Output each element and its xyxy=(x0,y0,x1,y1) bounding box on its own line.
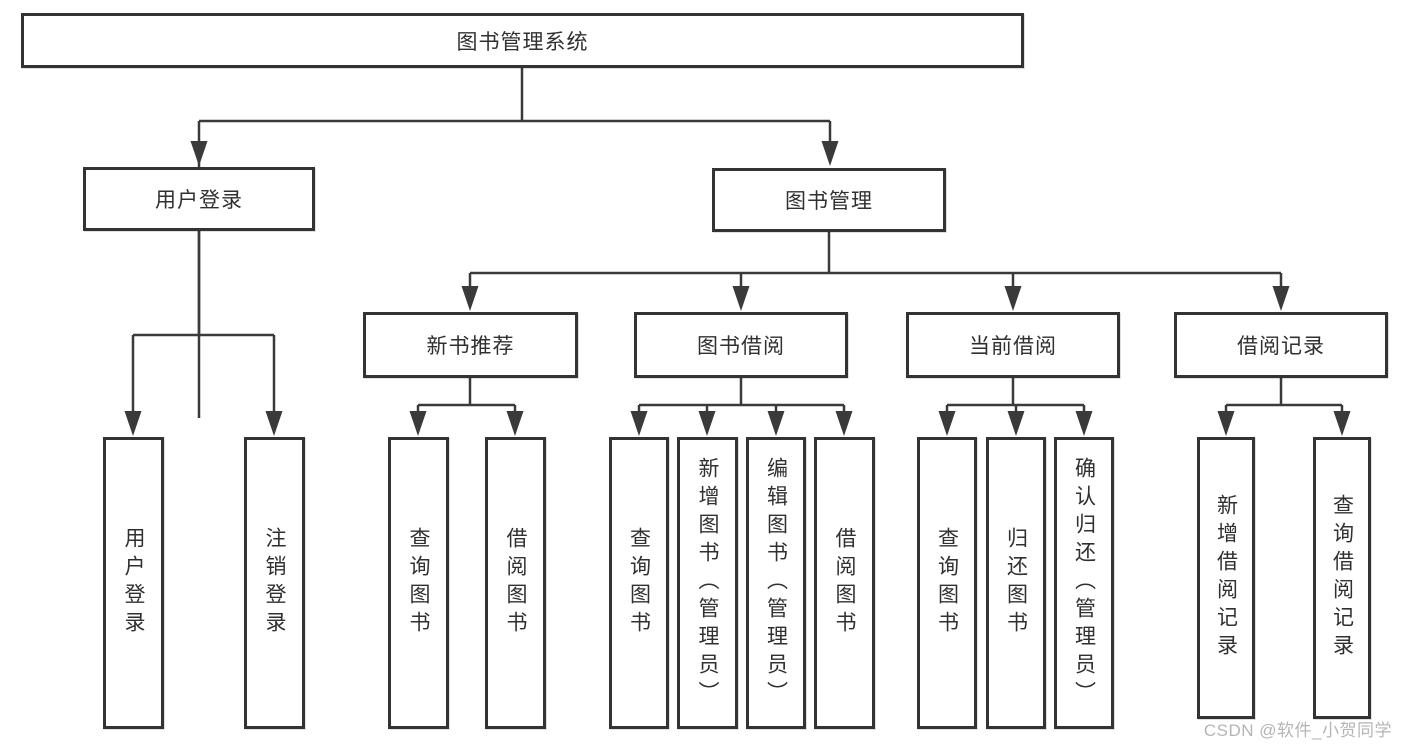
node-label: 用户登录 xyxy=(155,189,243,212)
leaf-logout-login: 注销登录 xyxy=(244,437,305,729)
leaf-query-books-borrow: 查询图书 xyxy=(609,437,669,729)
node-label: 注销登录 xyxy=(263,527,286,639)
connector-borrow-to-leaves xyxy=(637,378,846,420)
node-label: 当前借阅 xyxy=(969,335,1057,358)
node-label: 查询图书 xyxy=(407,527,430,639)
node-label: 用户登录 xyxy=(122,527,145,639)
node-label: 确认归还（管理员） xyxy=(1072,457,1096,709)
connector-records-to-leaves xyxy=(1224,378,1344,420)
node-book-borrowing: 图书借阅 xyxy=(634,312,848,378)
node-label: 借阅记录 xyxy=(1237,335,1325,358)
node-label: 新书推荐 xyxy=(426,335,515,358)
csdn-watermark: CSDN @软件_小贺同学 xyxy=(1203,721,1392,740)
leaf-query-borrow-record: 查询借阅记录 xyxy=(1313,437,1371,719)
node-label: 查询图书 xyxy=(627,527,651,639)
node-library-management-system: 图书管理系统 xyxy=(21,13,1024,68)
leaf-confirm-return-admin: 确认归还（管理员） xyxy=(1054,437,1114,729)
node-label: 借阅图书 xyxy=(504,527,527,639)
node-new-book-recommend: 新书推荐 xyxy=(363,312,578,378)
leaf-add-borrow-record: 新增借阅记录 xyxy=(1197,437,1255,719)
node-label: 归还图书 xyxy=(1004,527,1028,639)
connector-newbook-to-leaves xyxy=(416,378,517,420)
node-borrowing-records: 借阅记录 xyxy=(1174,312,1388,378)
leaf-add-books-admin: 新增图书（管理员） xyxy=(677,437,738,729)
leaf-query-books-recommend: 查询图书 xyxy=(388,437,449,729)
node-label: 新增图书（管理员） xyxy=(696,457,719,709)
connector-bookmgmt-to-level3 xyxy=(468,231,1283,296)
node-label: 图书借阅 xyxy=(697,335,785,358)
node-book-management: 图书管理 xyxy=(712,168,946,232)
leaf-query-books-current: 查询图书 xyxy=(917,437,977,729)
leaf-edit-books-admin: 编辑图书（管理员） xyxy=(746,437,806,729)
leaf-borrow-books-recommend: 借阅图书 xyxy=(485,437,546,729)
leaf-borrow-books: 借阅图书 xyxy=(814,437,875,729)
node-label: 查询借阅记录 xyxy=(1330,494,1354,662)
node-label: 编辑图书（管理员） xyxy=(764,457,788,709)
node-label: 借阅图书 xyxy=(833,527,856,639)
node-label: 查询图书 xyxy=(935,527,959,639)
connector-root-to-level2 xyxy=(197,68,832,418)
leaf-return-books: 归还图书 xyxy=(986,437,1046,729)
node-label: 图书管理系统 xyxy=(456,30,589,54)
node-label: 图书管理 xyxy=(785,190,873,213)
arrowheads xyxy=(124,141,1351,436)
node-current-borrowing: 当前借阅 xyxy=(906,312,1120,378)
node-label: 新增借阅记录 xyxy=(1214,494,1238,662)
connector-userlogin-to-leaves xyxy=(131,231,276,420)
node-user-login: 用户登录 xyxy=(83,167,315,231)
leaf-user-login: 用户登录 xyxy=(103,437,164,729)
